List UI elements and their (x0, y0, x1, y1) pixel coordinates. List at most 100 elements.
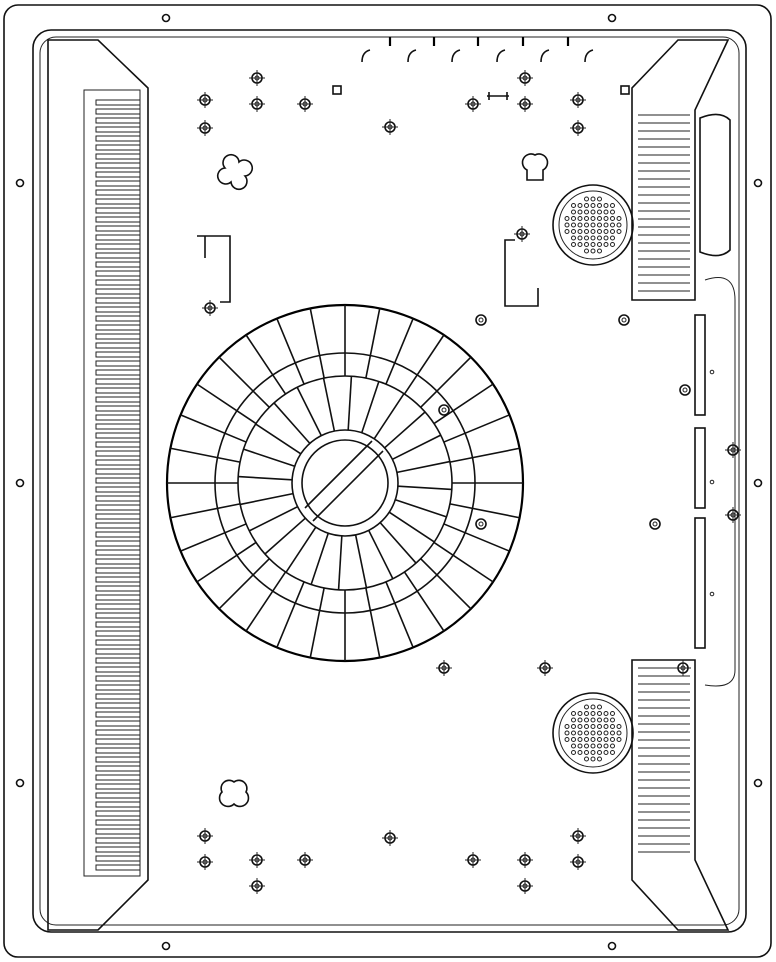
vent-slot-3 (694, 517, 706, 649)
grille-slot (95, 126, 141, 133)
speaker-hole (584, 222, 589, 228)
speaker-hole (590, 711, 596, 716)
speaker-hole (610, 711, 615, 716)
speaker-hole (616, 730, 622, 736)
fan-inner-spoke (361, 381, 380, 433)
speaker-hole (603, 724, 609, 729)
speaker-hole (577, 730, 583, 736)
screw (202, 300, 218, 316)
screw (514, 226, 530, 242)
hook (407, 49, 417, 63)
fan-inner-spoke (337, 535, 343, 590)
grille-slot (95, 234, 141, 241)
speaker-hole (597, 222, 602, 228)
grille-slot (95, 558, 141, 565)
hook (361, 49, 371, 63)
speaker-hole (597, 248, 602, 254)
fan-inner-spoke (273, 402, 311, 444)
fan-inner-spoke (396, 460, 450, 474)
speaker-hole (571, 209, 576, 215)
screw (197, 92, 213, 108)
speaker-hole (564, 737, 570, 742)
fan-inner-spoke (384, 411, 426, 449)
speaker-hole (603, 737, 609, 742)
keyhole-slot-top-right (521, 153, 549, 181)
speaker-hole (603, 711, 609, 716)
screw (570, 92, 586, 108)
right-grille-slots-top (638, 114, 690, 292)
grille-slot (95, 477, 141, 484)
fan-outer-spoke (170, 447, 241, 463)
grille-slot (95, 306, 141, 313)
fan-inner-spoke (264, 517, 306, 555)
fan-inner-spoke (388, 511, 435, 543)
grille-slot (95, 270, 141, 277)
grille-slot (95, 792, 141, 799)
grille-slot (95, 162, 141, 169)
grille-slot (95, 135, 141, 142)
speaker-hole (597, 756, 602, 762)
fan-outer-spoke (196, 383, 257, 425)
outer-plate-outline (3, 4, 772, 958)
speaker-hole (571, 750, 576, 755)
speaker-hole (584, 203, 589, 208)
speaker-hole (584, 730, 589, 736)
grille-slot (95, 333, 141, 340)
fan-hub (301, 439, 389, 527)
right-l-bracket (504, 239, 539, 307)
grille-slot (95, 513, 141, 520)
speaker-hole (603, 222, 609, 228)
top-hook-row (361, 37, 594, 63)
speaker-hole (564, 229, 570, 234)
grille-slot (95, 342, 141, 349)
screw (382, 830, 398, 846)
grille-slot (95, 729, 141, 736)
speaker-hole (571, 229, 576, 234)
grille-slot (95, 774, 141, 781)
screw (570, 854, 586, 870)
grille-slot (95, 549, 141, 556)
screw (297, 852, 313, 868)
grille-slot (95, 198, 141, 205)
speaker-hole (616, 229, 622, 234)
speaker-hole (590, 216, 596, 221)
speaker-hole (577, 242, 583, 247)
grille-slot (95, 432, 141, 439)
fan-outer-spoke (276, 581, 305, 648)
speaker-hole (564, 730, 570, 736)
speaker-hole (603, 216, 609, 221)
speaker-hole (564, 724, 570, 729)
right-grille-slots-bottom (638, 667, 690, 853)
speaker-hole (577, 216, 583, 221)
fastener (649, 518, 661, 530)
speaker-hole (590, 704, 596, 710)
grille-slot (95, 279, 141, 286)
hook (540, 49, 550, 63)
speaker-hole (590, 743, 596, 749)
vent-slot-1 (694, 314, 706, 416)
speaker-hole (584, 248, 589, 254)
grille-slot (95, 765, 141, 772)
vent-slot-2 (694, 427, 706, 509)
fastener (475, 518, 487, 530)
left-l-bracket (197, 235, 231, 303)
clip-marker (487, 92, 509, 100)
fan-outer-spoke (420, 558, 472, 610)
speaker-hole (577, 235, 583, 241)
grille-slot (95, 720, 141, 727)
speaker-hole (603, 730, 609, 736)
speaker-hole (590, 737, 596, 742)
fan-inner-spoke (238, 475, 293, 481)
grille-slot (95, 639, 141, 646)
speaker-hole (577, 229, 583, 234)
screw (197, 120, 213, 136)
speaker-hole (584, 209, 589, 215)
grille-slot (95, 864, 141, 871)
fan-outer-spoke (245, 571, 287, 632)
grille-slot (95, 207, 141, 214)
grille-slot (95, 567, 141, 574)
screw (465, 852, 481, 868)
grille-slot (95, 576, 141, 583)
screw (249, 852, 265, 868)
speaker-hole (597, 229, 602, 234)
